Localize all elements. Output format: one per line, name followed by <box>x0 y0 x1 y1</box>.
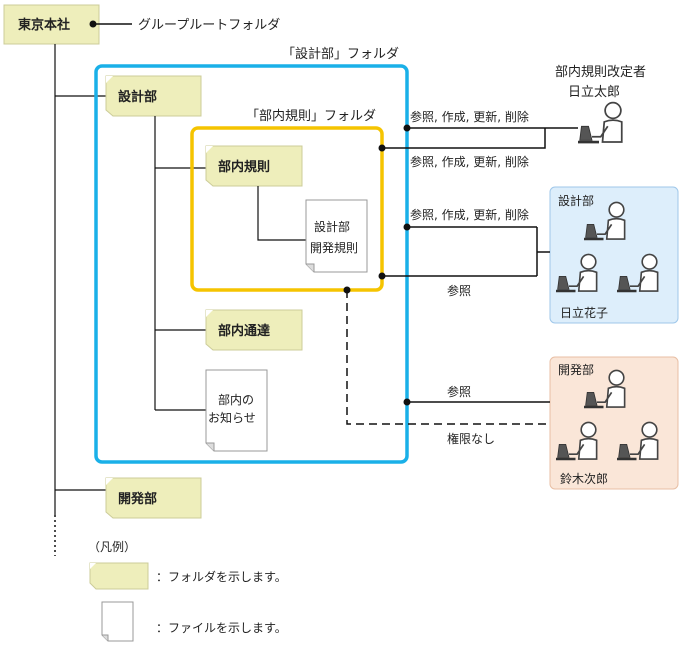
legend-title: （凡例） <box>88 540 136 554</box>
file-design-rules-line2: 開発規則 <box>310 240 358 255</box>
perm-dev-design: 参照 <box>447 384 471 399</box>
root-note: グループルートフォルダ <box>138 18 280 33</box>
legend-folder-text: ：フォルダを示します。 <box>156 569 287 584</box>
dev-rules-line <box>346 290 550 425</box>
root-folder-label: 東京本社 <box>18 17 70 33</box>
perm-editor-design: 参照, 作成, 更新, 削除 <box>410 109 529 124</box>
perm-design-rules: 参照 <box>447 283 471 298</box>
file-design-rules-line1: 設計部 <box>314 219 350 234</box>
development-group-name: 開発部 <box>558 362 594 377</box>
root-folder[interactable]: 東京本社 <box>3 4 100 45</box>
perm-dev-rules: 権限なし <box>447 431 495 446</box>
folder-rules-label: 部内規則 <box>218 159 270 175</box>
folder-design[interactable]: 設計部 <box>105 75 202 117</box>
legend-file-text: ：ファイルを示します。 <box>156 621 287 635</box>
legend-folder-icon <box>89 562 149 590</box>
design-group-name: 設計部 <box>558 193 594 208</box>
file-notice-line1: 部内の <box>218 392 254 407</box>
rules-folder-title: 「部内規則」フォルダ <box>246 108 376 124</box>
file-design-rules[interactable]: 設計部 開発規則 <box>305 199 368 273</box>
rules-tree-line <box>257 186 306 241</box>
folder-notices[interactable]: 部内通達 <box>205 309 303 351</box>
folder-development-label: 開発部 <box>118 491 157 507</box>
folder-rules[interactable]: 部内規則 <box>205 145 303 187</box>
legend-file-icon <box>101 601 134 642</box>
editor-rules-line <box>382 128 546 149</box>
perm-editor-rules: 参照, 作成, 更新, 削除 <box>410 154 529 169</box>
perm-design-design: 参照, 作成, 更新, 削除 <box>410 207 529 222</box>
rules-folder-boundary <box>190 126 384 292</box>
folder-development[interactable]: 開発部 <box>105 477 202 519</box>
design-folder-title: 「設計部」フォルダ <box>282 46 399 62</box>
folder-notices-label: 部内通達 <box>218 323 270 339</box>
rule-editor-title-line1: 部内規則改定者 <box>555 64 646 80</box>
rule-editor-title-line2: 日立太郎 <box>568 85 620 100</box>
development-group-member: 鈴木次郎 <box>560 471 608 486</box>
file-notice-line2: お知らせ <box>208 411 256 425</box>
design-group-member: 日立花子 <box>560 305 608 320</box>
folder-design-label: 設計部 <box>118 89 157 105</box>
file-notice[interactable]: 部内の お知らせ <box>205 369 268 452</box>
design-folder-boundary <box>94 64 409 464</box>
rule-editor-person-icon <box>578 101 624 144</box>
